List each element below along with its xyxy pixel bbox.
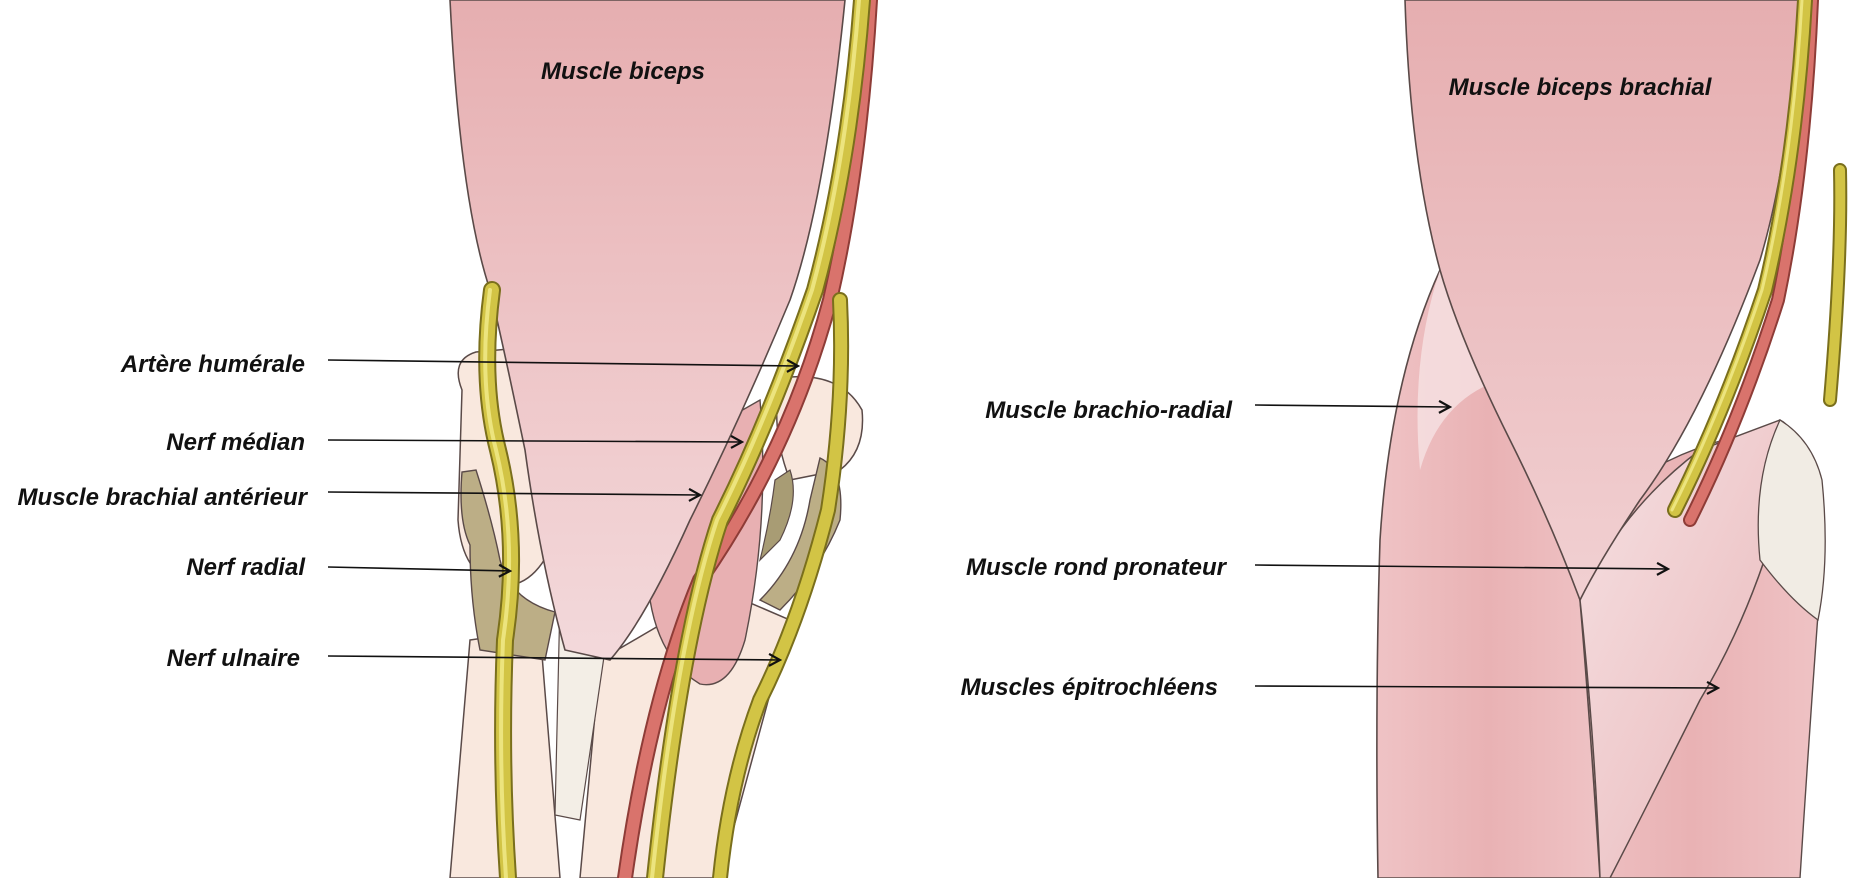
leader-pronator (1254, 565, 1668, 569)
label-artere-humerale: Artère humérale (120, 351, 305, 378)
title-muscle-biceps-brachial: Muscle biceps brachial (1449, 74, 1713, 101)
label-muscles-epitrochleens: Muscles épitrochléens (961, 674, 1218, 701)
leader-radial (327, 567, 510, 571)
leader-artery (327, 360, 798, 366)
pronator-teres-muscle (1579, 419, 1795, 878)
leader-ulnar (327, 656, 780, 660)
label-muscle-brachio-radial: Muscle brachio-radial (985, 397, 1233, 424)
ligament-right-2 (758, 469, 794, 562)
label-nerf-ulnaire: Nerf ulnaire (167, 645, 300, 672)
label-nerf-median: Nerf médian (166, 429, 305, 456)
right-anatomy (1376, 0, 1848, 878)
leader-epitrochlear (1254, 686, 1718, 688)
leader-brachialis (327, 492, 700, 495)
leader-lines (327, 360, 1718, 688)
biceps-brachial-muscle (1404, 0, 1801, 602)
biceps-muscle (449, 0, 846, 661)
label-muscle-rond-pronateur: Muscle rond pronateur (966, 554, 1228, 581)
epitrochlear-muscle (1757, 419, 1826, 622)
label-nerf-radial: Nerf radial (186, 554, 306, 581)
leader-brachioradial (1254, 405, 1450, 407)
leader-median (327, 440, 742, 442)
labels: Muscle biceps Artère humérale Nerf média… (18, 58, 1713, 701)
title-muscle-biceps: Muscle biceps (541, 58, 705, 85)
ligament-left (460, 469, 556, 661)
label-muscle-brachial-anterieur: Muscle brachial antérieur (18, 484, 309, 511)
left-anatomy (449, 0, 878, 878)
